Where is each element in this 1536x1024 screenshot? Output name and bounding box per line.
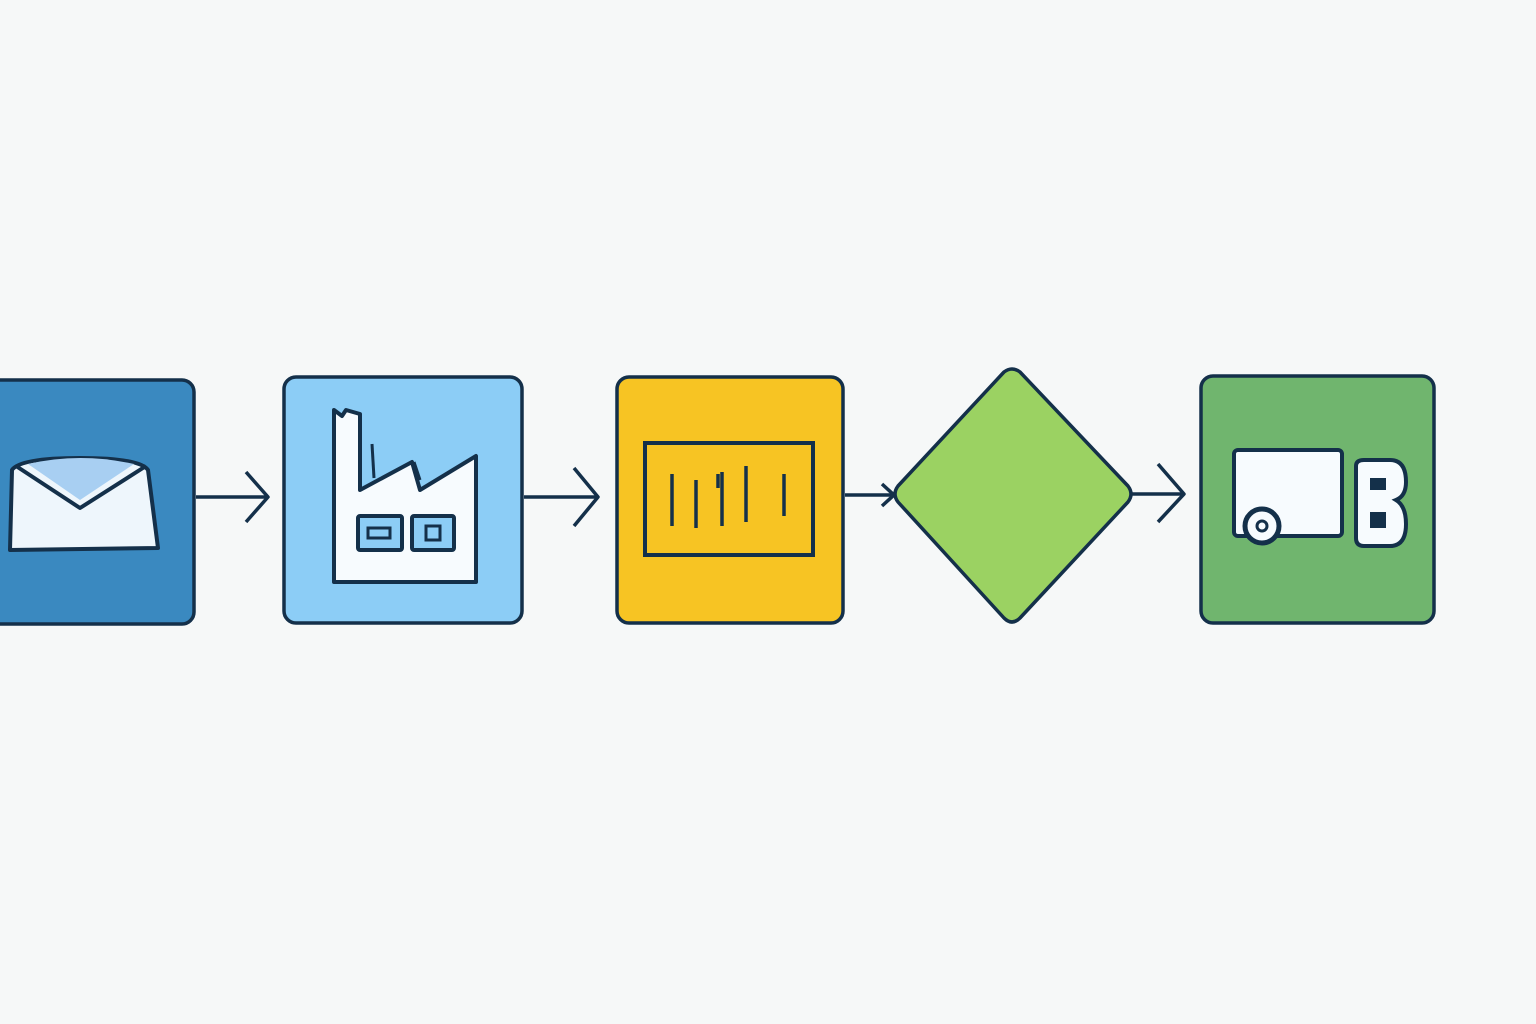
node-order[interactable] [0,378,196,626]
arrow-barcode-to-decision [845,482,896,508]
truck-icon [1232,448,1409,548]
node-decision[interactable] [893,367,1133,624]
edges [196,462,1186,528]
envelope-icon [8,456,160,552]
arrow-decision-to-delivery [1132,462,1186,524]
node-barcode-box [615,375,845,625]
arrow-order-to-factory [196,470,270,524]
node-factory[interactable] [282,375,524,625]
node-barcode[interactable] [615,375,845,625]
barcode-icon [643,441,815,557]
arrow-factory-to-barcode [524,466,600,528]
factory-icon [332,408,478,584]
node-decision-diamond [893,367,1133,624]
node-delivery[interactable] [1199,374,1436,625]
